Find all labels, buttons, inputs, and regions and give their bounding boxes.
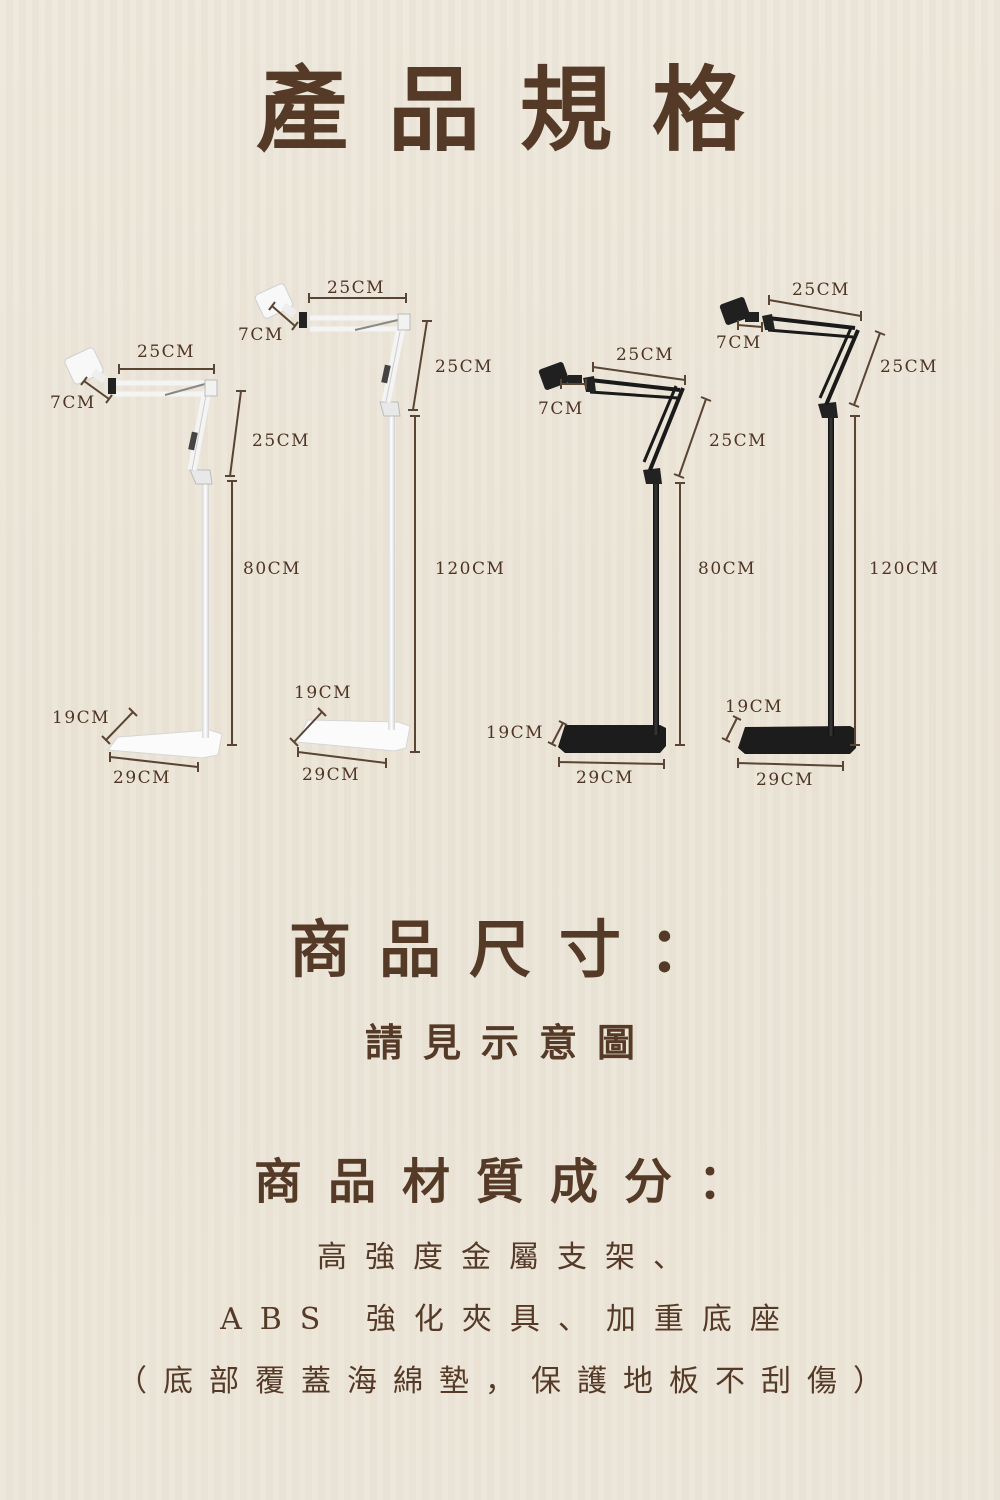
product-dimension-diagram: 25CM 7CM 25CM 80CM 19CM 29CM 25CM 7CM 25… bbox=[0, 260, 1000, 820]
dim-label-clamp: 7CM bbox=[238, 325, 284, 345]
dim-label-arm-side: 25CM bbox=[880, 357, 939, 377]
dimension-lines bbox=[80, 293, 886, 772]
dim-label-base-width: 29CM bbox=[576, 768, 635, 788]
size-heading: 商品尺寸： bbox=[288, 913, 739, 986]
page-title: 產品規格 bbox=[255, 56, 784, 164]
dim-label-clamp: 7CM bbox=[50, 393, 96, 413]
dim-label-arm-top: 25CM bbox=[327, 278, 386, 298]
dim-label-base-depth: 19CM bbox=[486, 723, 545, 743]
dim-label-arm-top: 25CM bbox=[137, 342, 196, 362]
dim-label-arm-side: 25CM bbox=[709, 431, 768, 451]
dim-label-arm-side: 25CM bbox=[252, 431, 311, 451]
dim-label-base-width: 29CM bbox=[756, 770, 815, 790]
dim-label-arm-top: 25CM bbox=[616, 345, 675, 365]
size-text: 請見示意圖 bbox=[364, 1020, 655, 1065]
dim-label-clamp: 7CM bbox=[538, 399, 584, 419]
material-line-3: （底部覆蓋海綿墊，保護地板不刮傷） bbox=[117, 1364, 899, 1399]
dim-label-base-width: 29CM bbox=[113, 768, 172, 788]
dim-label-base-depth: 19CM bbox=[725, 697, 784, 717]
dim-label-pole: 120CM bbox=[435, 559, 506, 579]
dim-label-pole: 120CM bbox=[869, 559, 940, 579]
black-stand-120cm bbox=[719, 297, 860, 754]
dim-label-base-width: 29CM bbox=[302, 765, 361, 785]
dim-label-pole: 80CM bbox=[698, 559, 757, 579]
dim-label-arm-side: 25CM bbox=[435, 357, 494, 377]
material-line-1: 高強度金屬支架、 bbox=[317, 1240, 701, 1275]
dim-label-clamp: 7CM bbox=[716, 333, 762, 353]
material-heading: 商品材質成分： bbox=[253, 1154, 772, 1210]
material-line-2: ABS 強化夾具、加重底座 bbox=[220, 1302, 798, 1337]
white-stand-120cm bbox=[254, 283, 411, 752]
dim-label-pole: 80CM bbox=[243, 559, 302, 579]
black-stand-80cm bbox=[538, 362, 685, 753]
dim-label-base-depth: 19CM bbox=[294, 683, 353, 703]
stands-illustration bbox=[64, 283, 886, 772]
dim-label-arm-top: 25CM bbox=[792, 280, 851, 300]
dim-label-base-depth: 19CM bbox=[52, 708, 111, 728]
white-stand-80cm bbox=[64, 347, 223, 759]
